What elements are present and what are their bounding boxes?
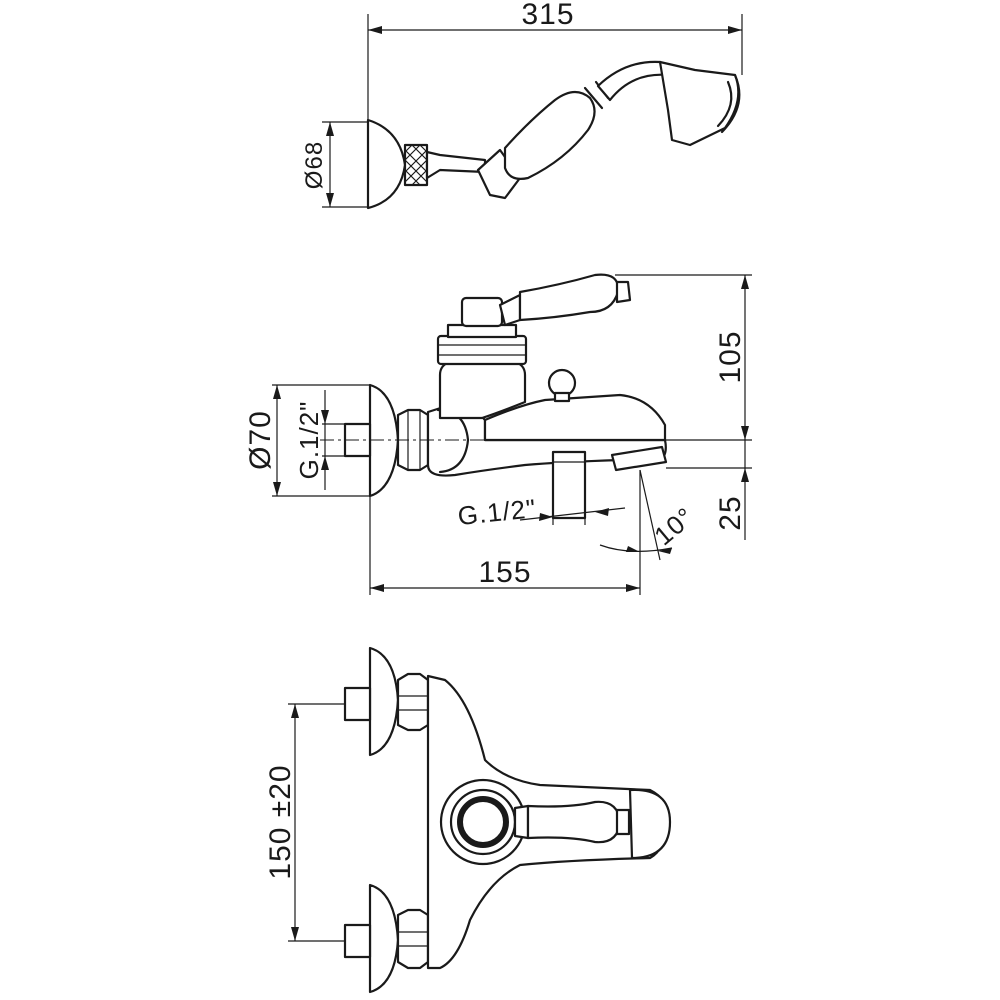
shower-wall-bracket (366, 118, 407, 210)
plan-lever-end (615, 808, 631, 836)
side-diverter-stem (553, 391, 571, 403)
dim-d70-label: Ø70 (244, 410, 277, 470)
side-shower-outlet (551, 450, 587, 520)
dim-outlet-label: G.1/2" (456, 493, 538, 531)
dim-105-arrow-top (741, 275, 749, 289)
side-spout-outlet (610, 445, 668, 472)
plan-upper-stub (343, 686, 372, 722)
dim-d68-arrow-bottom (326, 193, 334, 207)
dim-inlet-arrow-bottom (321, 456, 329, 470)
shower-neck (596, 60, 670, 102)
side-cartridge-cap (460, 296, 504, 328)
side-cartridge-housing (438, 360, 527, 420)
dim-105-arrow-bottom (741, 426, 749, 440)
dim-150-arrow-top (291, 704, 299, 718)
plan-lever-handle (526, 800, 622, 844)
dim-d70-arrow-top (273, 385, 281, 399)
mixer-plan-view: 150 ±20 (264, 646, 672, 994)
dim-105-label: 105 (714, 330, 747, 383)
shower-head-rim-2 (716, 80, 733, 128)
hand-shower-view: 315 Ø68 (301, 0, 743, 210)
dim-155-label: 155 (478, 556, 531, 589)
dim-315-arrow-right (728, 26, 742, 34)
dim-outlet-arrow-left (539, 513, 553, 521)
dim-d68-arrow-top (326, 122, 334, 136)
plan-cartridge-cap (457, 796, 509, 848)
shower-handle-ring (583, 86, 604, 110)
side-cartridge-collar (436, 334, 528, 366)
shower-handle (503, 90, 596, 180)
shower-head (658, 60, 740, 147)
shower-head-rim (720, 73, 741, 134)
plan-upper-nut (396, 672, 430, 732)
mixer-side-view: 105 25 Ø70 G.1/2" G.1/2" 10° (244, 273, 752, 595)
dim-25-label: 25 (714, 495, 747, 530)
dim-25-arrow-top (741, 468, 749, 482)
dim-155-arrow-left (370, 584, 384, 592)
knurl-pattern (404, 144, 428, 186)
side-lever-arm (498, 293, 522, 327)
dim-d68-label: Ø68 (301, 141, 328, 189)
dim-150-arrow-bottom (291, 927, 299, 941)
side-lever-end (615, 280, 632, 304)
plan-lever-arm (513, 804, 530, 840)
dim-inlet-label: G.1/2" (294, 401, 324, 480)
dim-150-label: 150 ±20 (264, 764, 297, 879)
dim-315-label: 315 (521, 0, 574, 31)
angle-arrow-left (626, 546, 640, 552)
dim-d70-arrow-bottom (273, 482, 281, 496)
shower-bracket-neck (425, 150, 487, 180)
plan-lower-flange (368, 883, 400, 994)
dim-155-arrow-right (626, 584, 640, 592)
plan-upper-flange (368, 646, 400, 757)
side-lever-handle (518, 273, 620, 322)
plan-lower-nut (396, 908, 430, 970)
plan-lower-stub (343, 923, 372, 959)
angle-arrow-right (658, 548, 672, 554)
dim-outlet-arrow-right (595, 508, 609, 516)
dim-315-arrow-left (368, 26, 382, 34)
angle-ref-inclined (639, 469, 661, 561)
shower-holder-clip (476, 148, 522, 200)
plan-spout-end (628, 788, 672, 860)
side-spout (483, 393, 667, 442)
dim-inlet-arrow-top (321, 410, 329, 424)
